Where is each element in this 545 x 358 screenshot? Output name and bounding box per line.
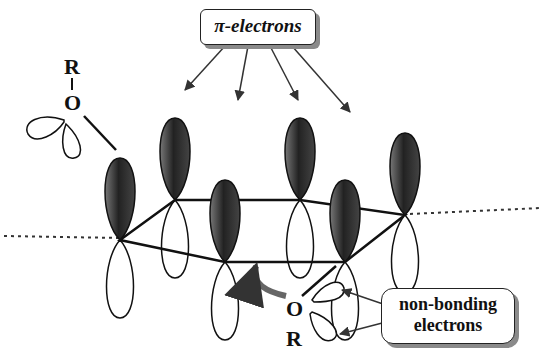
callout-text: π-electrons: [213, 15, 303, 37]
callout-box: π-electrons: [200, 9, 316, 45]
p-orbital: [285, 118, 315, 278]
leader-lines: [185, 46, 386, 334]
p-orbital: [210, 180, 240, 340]
p-orbital: [330, 180, 360, 340]
p-orbital: [105, 158, 135, 318]
molecular-plane: [4, 208, 541, 238]
alkoxy-top: [27, 78, 116, 158]
p-orbital: [390, 133, 420, 293]
alkyl-group: R: [64, 56, 80, 78]
benzene-ring: [120, 200, 405, 262]
alkyl-group: R: [286, 328, 302, 350]
callout-text: non-bonding electrons: [392, 294, 504, 335]
callout-box: non-bonding electrons: [381, 288, 515, 344]
oxygen-atom: O: [286, 298, 303, 320]
oxygen-atom: O: [64, 92, 81, 114]
